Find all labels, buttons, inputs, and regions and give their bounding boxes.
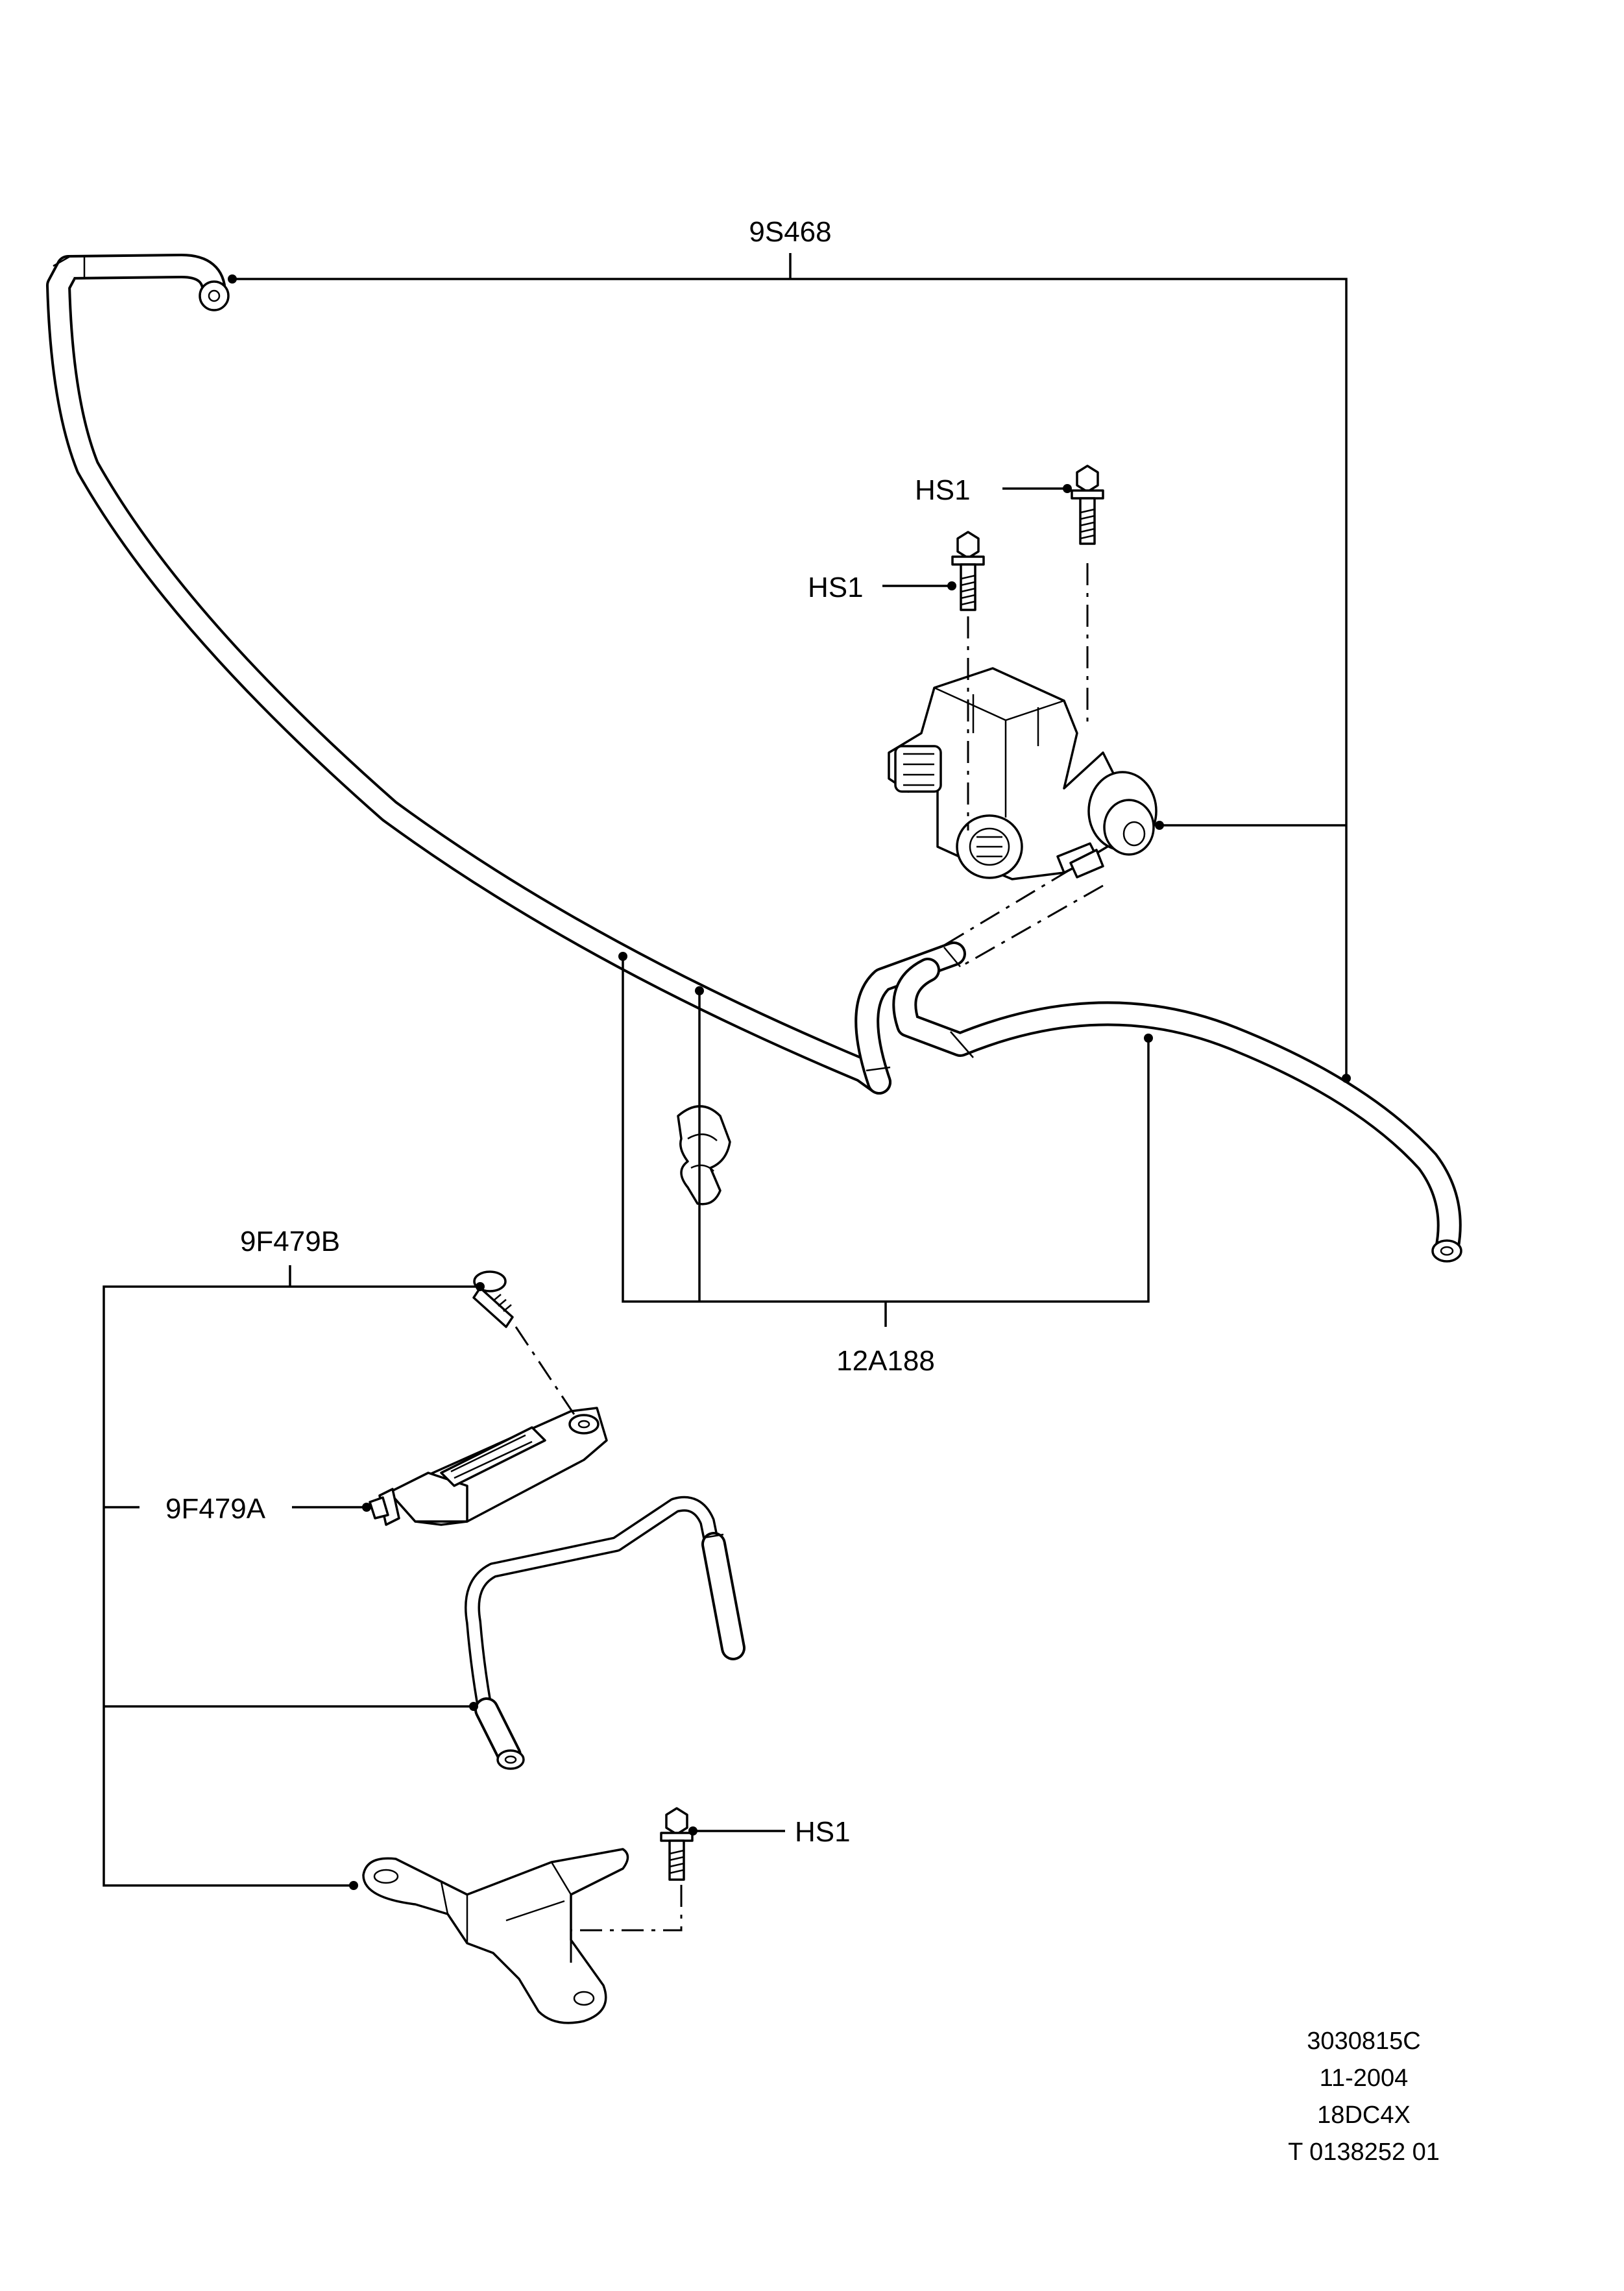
reference-model-code: 18DC4X [1317, 2102, 1411, 2129]
assembly-centerlines [515, 563, 1104, 1966]
label-hs1-top: HS1 [915, 474, 971, 506]
reference-date: 11-2004 [1320, 2065, 1409, 2092]
label-hs1-mid: HS1 [808, 572, 864, 603]
reference-drawing-id: T 0138252 01 [1288, 2139, 1440, 2166]
label-hs1-bottom: HS1 [795, 1816, 851, 1848]
mounting-bracket [362, 1848, 629, 2024]
label-12a188: 12A188 [836, 1345, 935, 1377]
hose-clip-12a188 [677, 1105, 731, 1206]
bolt-hs1-top [1071, 465, 1104, 545]
bolt-9f479b [472, 1270, 514, 1328]
vacuum-solenoid-valve [888, 667, 1157, 880]
vacuum-pipe-small [465, 1496, 745, 1770]
pressure-sensor-9f479a [369, 1407, 608, 1526]
vacuum-hose-9s468 [46, 254, 891, 1095]
bolt-hs1-bottom [660, 1807, 694, 1881]
label-9f479b: 9F479B [240, 1226, 340, 1257]
label-9s468: 9S468 [749, 216, 831, 248]
drawing-reference-block: 3030815C 11-2004 18DC4X T 0138252 01 [1288, 2028, 1440, 2166]
label-9f479a: 9F479A [165, 1493, 266, 1525]
bolt-hs1-mid [951, 531, 985, 611]
leader-lines [103, 253, 1351, 1890]
vacuum-hose-right [854, 941, 1462, 1263]
reference-number: 3030815C [1307, 2028, 1420, 2055]
